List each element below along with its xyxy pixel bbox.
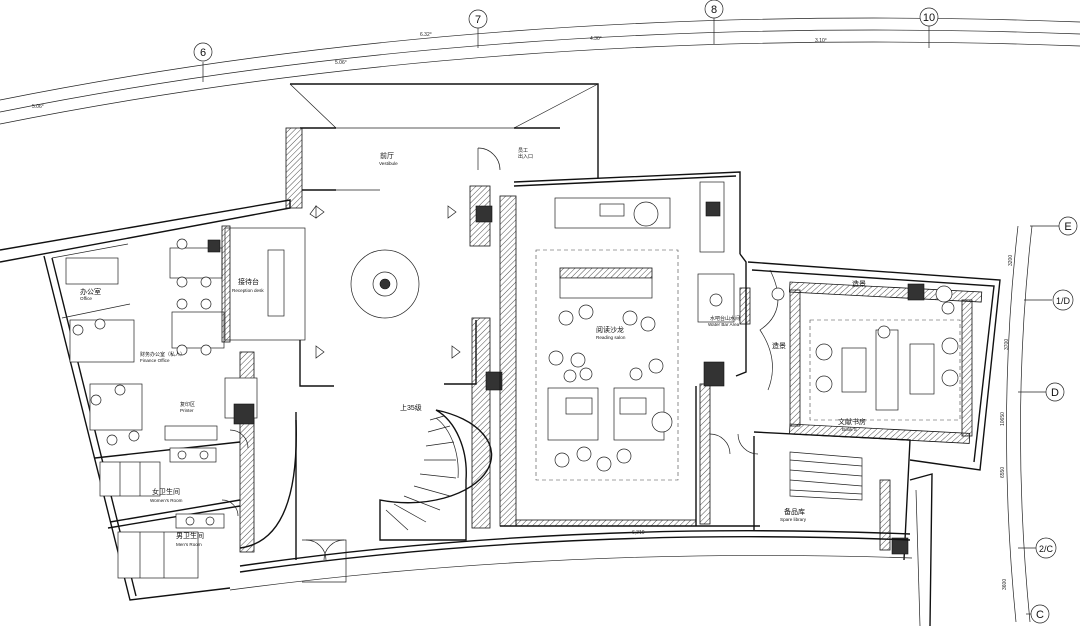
- spare-library-label-zh: 备品库: [784, 507, 805, 516]
- svg-text:10: 10: [923, 12, 935, 24]
- grid-bubble-6: 6: [193, 42, 213, 62]
- spare-library-label-en: Spare library: [780, 517, 807, 522]
- top-dimension-lines: [0, 16, 1080, 125]
- printer-label-zh: 复印区: [180, 401, 195, 408]
- dim-bottom-0: 6,310: [632, 530, 645, 536]
- vestibule-planter: [350, 249, 420, 319]
- dim-right-1: 3700: [1004, 339, 1010, 350]
- reception-label-zh: 接待台: [238, 277, 259, 286]
- reading-salon-walls: [499, 171, 760, 527]
- grid-bubble-10: 10: [919, 7, 939, 27]
- office-label-en: Office: [80, 296, 92, 301]
- book-s-label-en: Book S: [842, 427, 857, 432]
- staff-entrance-label-zh: 员工: [518, 148, 528, 154]
- dim-top-3: 4.30°: [590, 36, 602, 42]
- svg-text:2/C: 2/C: [1039, 544, 1054, 554]
- salon-sofas: [547, 387, 673, 441]
- central-lower-walls: [299, 317, 503, 583]
- dim-top-4: 3.10°: [815, 38, 827, 44]
- staff-entrance-label-en: 出入口: [518, 153, 533, 160]
- grid-bubble-2C: 2/C: [1035, 537, 1057, 559]
- water-bar-label-en: Water Bar Area: [708, 322, 740, 327]
- stairs-label: 上35级: [400, 403, 422, 412]
- book-room-planters: [759, 269, 955, 391]
- grid-bubble-D: D: [1045, 382, 1065, 402]
- salon-bench: [559, 277, 653, 299]
- grid-bubble-E: E: [1058, 216, 1078, 236]
- womens-room-label-zh: 女卫生间: [152, 487, 180, 496]
- spare-library: [709, 431, 933, 626]
- salon-top-desk: [599, 203, 625, 217]
- svg-text:1/D: 1/D: [1056, 296, 1071, 306]
- grid-bubble-7: 7: [468, 9, 488, 29]
- dim-right-2: 10650: [1000, 412, 1006, 426]
- grid-bubble-1D: 1/D: [1052, 289, 1074, 311]
- svg-text:7: 7: [475, 14, 481, 26]
- office-desks: [65, 238, 258, 446]
- dim-right-3: 6550: [1000, 467, 1006, 478]
- salon-chairs: [548, 304, 664, 472]
- svg-text:C: C: [1036, 609, 1044, 621]
- svg-text:D: D: [1051, 387, 1059, 399]
- grid-bubble-8: 8: [704, 0, 724, 19]
- reception-wall: [221, 225, 231, 343]
- vestibule-label-en: Vestibule: [379, 161, 398, 166]
- dim-top-0: 5.06°: [32, 104, 44, 110]
- dim-right-4: 3600: [1002, 579, 1008, 590]
- reading-salon-label-zh: 阅读沙龙: [596, 325, 624, 334]
- vestibule-label-zh: 前厅: [380, 151, 394, 160]
- dim-top-1: 5.06°: [335, 60, 347, 66]
- grid-bubble-C: C: [1030, 604, 1050, 624]
- printer-label-en: Printer: [180, 408, 194, 413]
- salon-top-planter: [633, 201, 659, 227]
- book-room-rug: [809, 319, 961, 421]
- finance-label-zh: 财务办公室（私人）: [140, 351, 185, 358]
- mens-room-label-zh: 男卫生间: [176, 531, 204, 540]
- display-b-label: 造景: [772, 341, 786, 350]
- finance-label-en: Finance Office: [140, 358, 170, 363]
- book-room-tables: [815, 325, 959, 411]
- spiral-staircase: [379, 409, 493, 541]
- svg-text:6: 6: [200, 47, 206, 59]
- corner-marks: [309, 204, 461, 359]
- womens-room-label-en: Women's Room: [150, 498, 183, 503]
- water-bar-area: [697, 181, 751, 387]
- book-s-label-zh: 文献书房: [838, 417, 866, 426]
- dim-right-0: 3200: [1008, 255, 1014, 266]
- vestibule-walls: [285, 83, 599, 247]
- salon-bookshelf: [559, 267, 653, 279]
- restroom-fixtures: [99, 429, 249, 579]
- svg-text:E: E: [1064, 221, 1071, 233]
- office-label-zh: 办公室: [80, 287, 101, 296]
- bottom-facade: [229, 530, 913, 591]
- salon-rug: [535, 249, 679, 481]
- reading-salon-label-en: Reading salon: [596, 335, 626, 340]
- mens-room-label-en: Men's Room: [176, 542, 202, 547]
- svg-text:8: 8: [711, 4, 717, 16]
- dim-top-2: 6.32°: [420, 32, 432, 38]
- reception-label-en: Reception desk: [232, 288, 264, 293]
- reception-desk: [267, 249, 285, 317]
- reception-room: [224, 227, 306, 341]
- display-a-label: 造景: [852, 279, 866, 288]
- right-dimension-lines: [1006, 225, 1060, 623]
- water-bar-label-zh: 水吧台山水间: [710, 315, 740, 322]
- book-room-walls: [747, 261, 1001, 471]
